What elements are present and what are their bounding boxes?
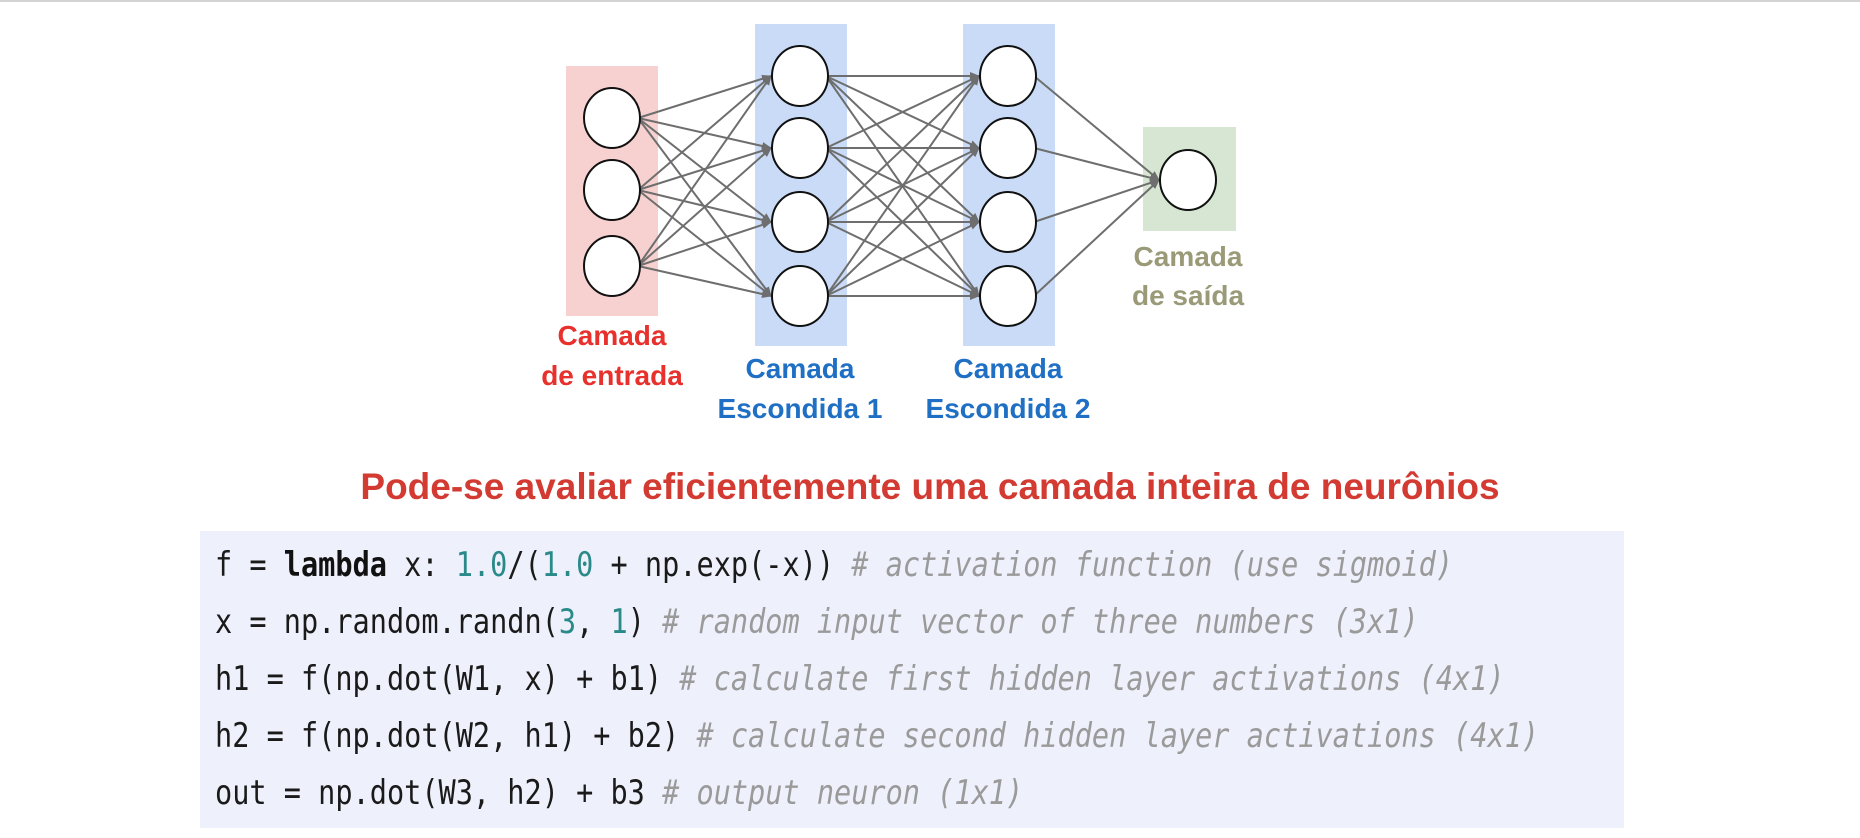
code-token: f =: [215, 545, 284, 585]
code-comment: # random input vector of three numbers (…: [662, 602, 1419, 642]
headline: Pode-se avaliar eficientemente uma camad…: [360, 466, 1500, 507]
code-number: 1.0: [455, 545, 508, 585]
edge-input-3-to-hidden1-4: [637, 265, 772, 298]
top-divider: [0, 0, 1860, 2]
code-token: x = np.random.randn(: [215, 602, 559, 642]
neuron-hidden1-2: [771, 117, 829, 179]
code-comment: # output neuron (1x1): [662, 773, 1024, 813]
code-line: f = lambda x: 1.0/(1.0 + np.exp(-x)) # a…: [215, 537, 1453, 594]
layer-label-hidden1-line1: Camada: [746, 353, 855, 384]
code-token: h1 = f(np.dot(W1, x) + b1): [215, 659, 680, 699]
neuron-hidden1-4: [771, 265, 829, 327]
edge-hidden2-3-to-output-1: [1033, 179, 1160, 223]
neuron-hidden1-3: [771, 191, 829, 253]
code-line: h1 = f(np.dot(W1, x) + b1) # calculate f…: [215, 651, 1505, 708]
neuron-input-2: [583, 159, 641, 221]
edge-input-3-to-hidden1-1: [637, 75, 772, 267]
neuron-input-3: [583, 235, 641, 297]
layer-label-input-line2: de entrada: [541, 360, 683, 391]
code-token: out = np.dot(W3, h2) + b3: [215, 773, 663, 813]
neuron-hidden2-1: [979, 45, 1037, 107]
neuron-input-1: [583, 87, 641, 149]
neuron-hidden2-3: [979, 191, 1037, 253]
neuron-hidden2-4: [979, 265, 1037, 327]
layer-label-hidden2-line2: Escondida 2: [926, 393, 1091, 424]
edge-input-3-to-hidden1-2: [637, 147, 772, 267]
code-comment: # calculate second hidden layer activati…: [696, 716, 1539, 756]
code-line: out = np.dot(W3, h2) + b3 # output neuro…: [215, 765, 1399, 822]
code-token: ,: [576, 602, 611, 642]
code-token: ): [627, 602, 663, 642]
layer-label-hidden1-line2: Escondida 1: [718, 393, 883, 424]
layer-label-hidden2-line1: Camada: [954, 353, 1063, 384]
edge-hidden1-2-to-hidden2-1: [825, 75, 980, 149]
code-comment: # calculate first hidden layer activatio…: [679, 659, 1505, 699]
edge-input-3-to-hidden1-3: [637, 221, 772, 267]
code-number: 1.0: [541, 545, 594, 585]
edge-hidden1-4-to-hidden2-3: [825, 221, 980, 297]
edge-input-1-to-hidden1-1: [637, 74, 772, 119]
neuron-hidden2-2: [979, 117, 1037, 179]
edge-hidden2-2-to-output-1: [1033, 147, 1160, 182]
edge-hidden1-4-to-hidden2-1: [825, 75, 980, 297]
code-comment: # activation function (use sigmoid): [851, 545, 1454, 585]
edge-hidden1-4-to-hidden2-2: [825, 147, 980, 297]
edge-hidden2-1-to-output-1: [1033, 75, 1160, 181]
edge-hidden2-4-to-output-1: [1033, 179, 1160, 297]
layer-label-input-line1: Camada: [558, 320, 667, 351]
code-block: f = lambda x: 1.0/(1.0 + np.exp(-x)) # a…: [200, 531, 1624, 828]
layer-label-output-line1: Camada: [1134, 241, 1243, 272]
code-line: h2 = f(np.dot(W2, h1) + b2) # calculate …: [215, 708, 1539, 765]
neuron-hidden1-1: [771, 45, 829, 107]
edge-input-2-to-hidden1-2: [637, 146, 772, 191]
code-line: x = np.random.randn(3, 1) # random input…: [215, 594, 1419, 651]
code-token: x:: [386, 545, 456, 585]
neuron-output-1: [1159, 149, 1217, 211]
code-number: 3: [558, 602, 577, 642]
code-number: 1: [610, 602, 628, 642]
edge-input-2-to-hidden1-1: [637, 75, 772, 191]
layer-label-output-line2: de saída: [1132, 280, 1244, 311]
code-token: h2 = f(np.dot(W2, h1) + b2): [215, 716, 697, 756]
code-keyword: lambda: [283, 545, 387, 585]
code-token: /(: [507, 545, 542, 585]
code-token: + np.exp(-x)): [593, 545, 852, 585]
edge-hidden1-3-to-hidden2-1: [825, 75, 980, 223]
